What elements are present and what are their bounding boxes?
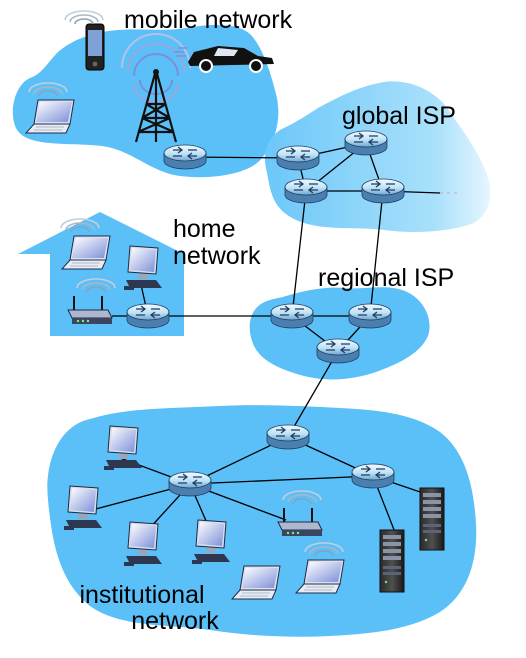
server-icon	[379, 529, 405, 593]
cell-tower-icon	[121, 33, 191, 143]
router-icon	[266, 424, 310, 450]
home-network-label-line2: network	[173, 242, 261, 270]
router-icon	[276, 145, 320, 171]
server-icon	[419, 487, 445, 551]
router-icon	[270, 303, 314, 329]
home-network-label-line1: home	[173, 215, 236, 243]
desktop-icon	[63, 485, 103, 531]
router-icon	[284, 178, 328, 204]
desktop-icon	[123, 521, 163, 567]
regional-isp-cloud	[249, 287, 430, 380]
router-icon	[361, 178, 405, 204]
smartphone-icon	[85, 23, 105, 71]
desktop-icon	[191, 519, 231, 565]
router-icon	[316, 338, 360, 364]
institutional-network-label-line2: network	[131, 607, 219, 635]
mobile-network-label: mobile network	[124, 6, 293, 34]
car-icon	[174, 46, 274, 73]
regional-isp-label: regional ISP	[318, 264, 455, 292]
router-icon	[351, 463, 395, 489]
router-icon	[163, 144, 207, 170]
institutional-network-cloud	[47, 405, 477, 637]
wireless-waves-icon	[64, 10, 104, 25]
institutional-network-label-line1: institutional	[79, 581, 205, 609]
router-icon	[348, 303, 392, 329]
router-icon	[126, 303, 170, 329]
router-icon	[344, 130, 388, 156]
desktop-icon	[103, 425, 143, 471]
desktop-icon	[123, 245, 163, 291]
router-icon	[168, 471, 212, 497]
global-isp-label: global ISP	[342, 102, 456, 130]
